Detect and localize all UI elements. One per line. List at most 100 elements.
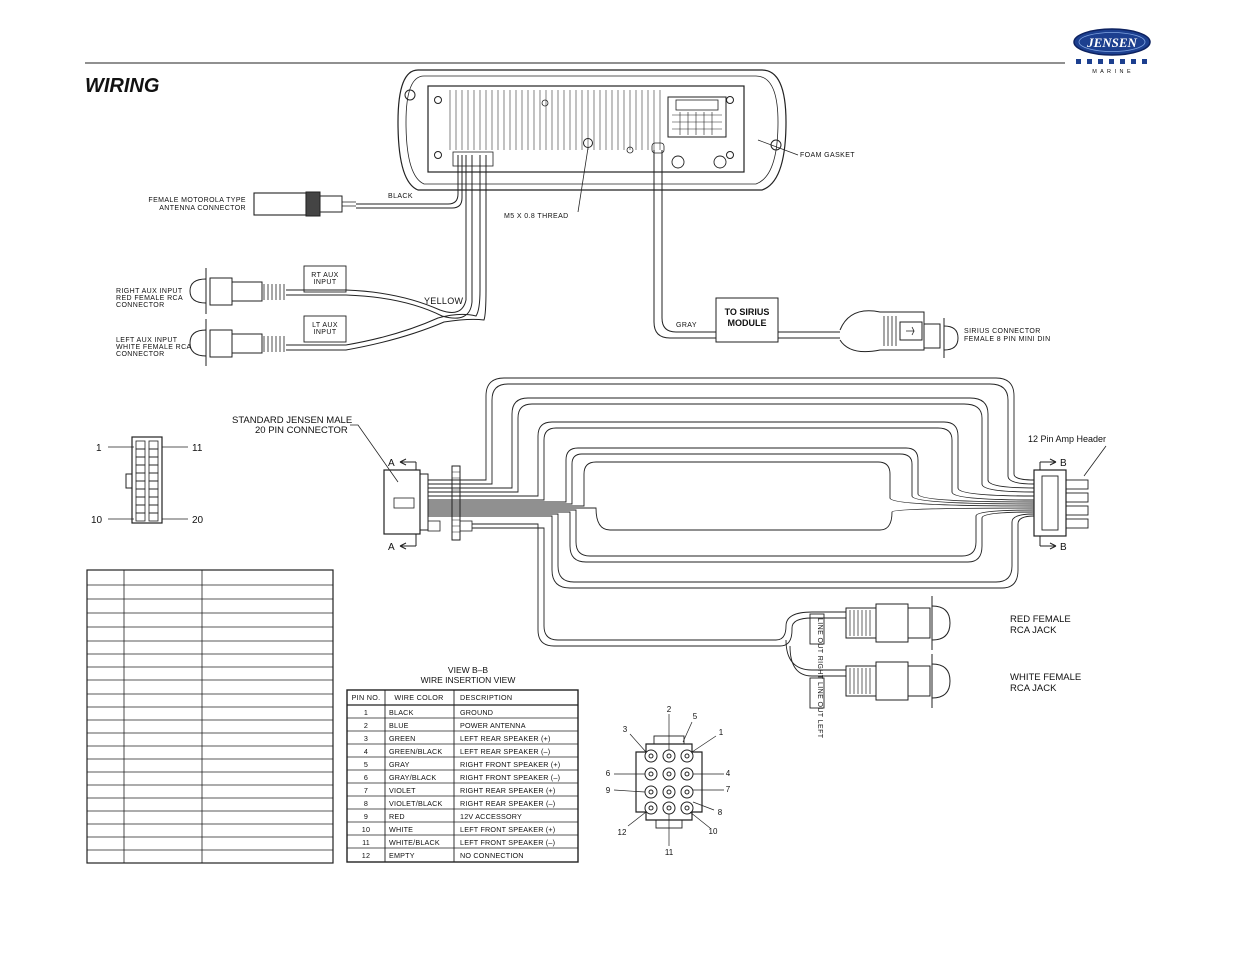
line-out-left-label: LINE OUT LEFT	[816, 682, 823, 739]
head-unit	[397, 69, 787, 191]
table-row: 7	[364, 786, 368, 795]
table-row: EMPTY	[389, 851, 415, 860]
black-label: BLACK	[388, 193, 413, 200]
right-aux-connector	[189, 268, 285, 314]
amp-pin-6: 6	[606, 769, 611, 778]
sirius-connector-label-1: SIRIUS CONNECTOR	[964, 328, 1041, 335]
amp-pin-12: 12	[618, 828, 627, 837]
table-row: 3	[364, 734, 368, 743]
amp-header-label: 12 Pin Amp Header	[1028, 434, 1106, 444]
amp-pin-8: 8	[718, 808, 723, 817]
antenna-wire	[356, 155, 459, 205]
table-row: LEFT FRONT SPEAKER (+)	[460, 825, 555, 834]
right-aux-label-2: RED FEMALE RCA	[116, 295, 183, 302]
amp-pin-10: 10	[709, 827, 718, 836]
thread-label: M5 X 0.8 THREAD	[504, 213, 569, 220]
std-connector-label-1: STANDARD JENSEN MALE	[232, 415, 352, 426]
sirius-connector-label-2: FEMALE 8 PIN MINI DIN	[964, 336, 1051, 343]
sirius-module-label-1: TO SIRIUS	[725, 307, 770, 317]
sirius-wire-2	[661, 150, 840, 333]
table-row: LEFT FRONT SPEAKER (–)	[460, 838, 555, 847]
foam-gasket-label: FOAM GASKET	[800, 152, 855, 159]
sirius-wire	[653, 150, 840, 339]
amp-pin-9: 9	[606, 786, 611, 795]
red-rca-jack	[809, 596, 951, 650]
table-row: LEFT REAR SPEAKER (+)	[460, 734, 551, 743]
white-rca-jack	[809, 654, 951, 709]
std-connector-leader	[350, 424, 399, 483]
twelve-pin-face	[613, 714, 724, 846]
thread-leader	[577, 147, 589, 213]
pin-table-header-desc: DESCRIPTION	[460, 693, 512, 702]
foam-gasket-leader	[757, 139, 799, 156]
view-title-2: WIRE INSERTION VIEW	[421, 675, 516, 685]
pin-table-header-pin: PIN NO.	[352, 693, 381, 702]
sirius-module-label-2: MODULE	[728, 318, 767, 328]
amp-pin-2: 2	[667, 705, 672, 714]
a-label-top: A	[388, 458, 395, 469]
aux-wires	[286, 155, 487, 351]
table-row: 6	[364, 773, 368, 782]
brand-logo-text: JENSEN	[1086, 35, 1137, 50]
left-aux-label-3: CONNECTOR	[116, 351, 165, 358]
table-row: RIGHT FRONT SPEAKER (+)	[460, 760, 560, 769]
amp-pin-1: 1	[719, 728, 724, 737]
table-row: BLUE	[389, 721, 409, 730]
pin-table-header-color: WIRE COLOR	[394, 693, 443, 702]
brand-squares	[1076, 59, 1147, 64]
sirius-connector	[839, 310, 959, 358]
yellow-label: YELLOW	[424, 296, 464, 306]
table-row: WHITE	[389, 825, 413, 834]
empty-pin-table	[86, 569, 334, 864]
left-aux-label-1: LEFT AUX INPUT	[116, 337, 178, 344]
table-row: BLACK	[389, 708, 414, 717]
table-row: RIGHT REAR SPEAKER (+)	[460, 786, 556, 795]
brand-sub: M A R I N E	[1092, 69, 1131, 75]
amp-header-leader	[1083, 445, 1107, 477]
antenna-wire-2	[356, 155, 463, 209]
b-label-bottom: B	[1060, 542, 1067, 553]
rt-aux-label-1: RT AUX	[311, 272, 338, 279]
view-title-1: VIEW B–B	[448, 665, 488, 675]
red-jack-label-2: RCA JACK	[1010, 625, 1057, 636]
left-aux-label-2: WHITE FEMALE RCA	[116, 344, 192, 351]
antenna-connector	[253, 191, 356, 217]
table-row: GREEN/BLACK	[389, 747, 442, 756]
table-row: 2	[364, 721, 368, 730]
table-row: GRAY/BLACK	[389, 773, 436, 782]
lt-aux-label-2: INPUT	[314, 329, 337, 336]
amp-header-connector	[1033, 458, 1089, 550]
line-out-right-label: LINE OUT RIGHT	[816, 618, 823, 680]
page-title: WIRING	[85, 75, 159, 97]
b-label-top: B	[1060, 458, 1067, 469]
right-aux-label-3: CONNECTOR	[116, 302, 165, 309]
right-aux-label-1: RIGHT AUX INPUT	[116, 288, 183, 295]
table-row: 9	[364, 812, 368, 821]
pin-10-label: 10	[91, 515, 103, 526]
table-row: 12V ACCESSORY	[460, 812, 522, 821]
gray-label: GRAY	[676, 322, 697, 329]
table-row: GROUND	[460, 708, 493, 717]
std-connector-label-2: 20 PIN CONNECTOR	[255, 425, 348, 436]
table-row: 8	[364, 799, 368, 808]
table-row: RIGHT FRONT SPEAKER (–)	[460, 773, 560, 782]
pin-1-label: 1	[96, 443, 102, 454]
table-row: RIGHT REAR SPEAKER (–)	[460, 799, 555, 808]
amp-pin-11: 11	[665, 848, 674, 857]
table-row: 11	[362, 838, 370, 847]
red-jack-label-1: RED FEMALE	[1010, 614, 1071, 625]
lt-aux-box	[303, 315, 347, 343]
amp-pin-7: 7	[726, 785, 731, 794]
sirius-module-box	[715, 297, 779, 343]
left-aux-connector	[189, 319, 285, 366]
white-jack-label-2: RCA JACK	[1010, 683, 1057, 694]
table-row: 10	[362, 825, 370, 834]
table-row: NO CONNECTION	[460, 851, 524, 860]
table-row: GRAY	[389, 760, 410, 769]
white-jack-label-1: WHITE FEMALE	[1010, 672, 1081, 683]
amp-pin-5: 5	[693, 712, 698, 721]
rt-aux-label-2: INPUT	[314, 279, 337, 286]
table-row: VIOLET/BLACK	[389, 799, 443, 808]
table-row: 4	[364, 747, 368, 756]
harness-wires	[428, 377, 1035, 677]
